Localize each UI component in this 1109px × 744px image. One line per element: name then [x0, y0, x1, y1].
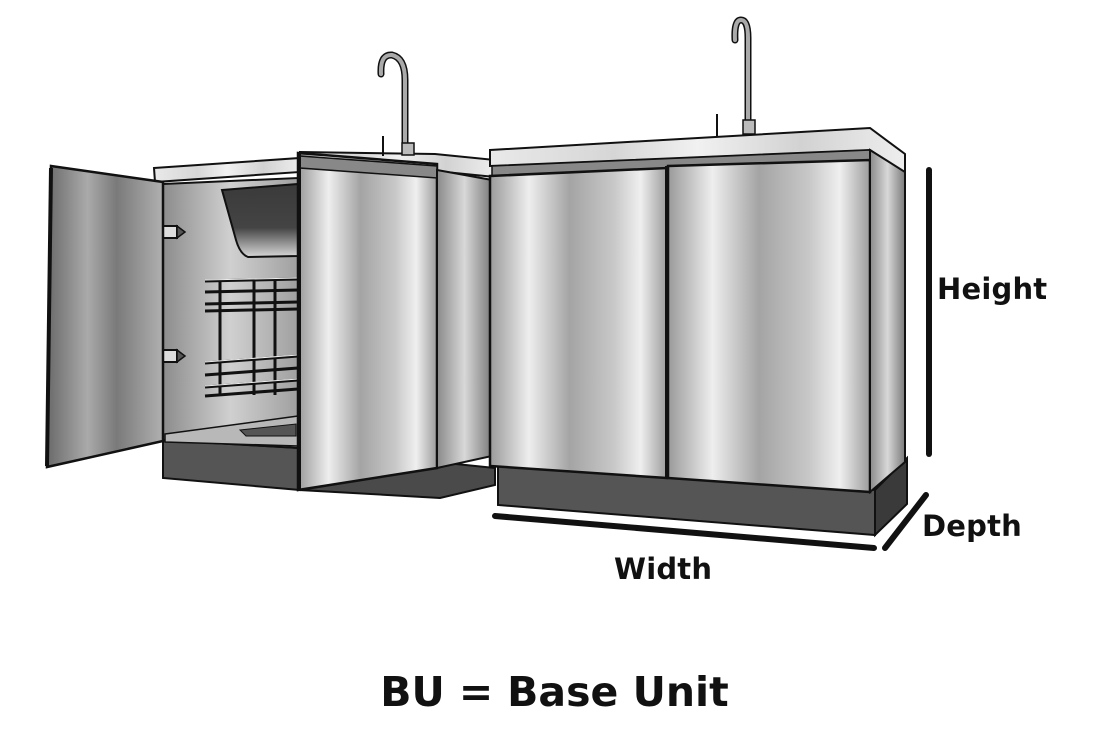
cabinet-interior-floor-slot	[238, 423, 297, 437]
height-label: Height	[937, 272, 1048, 306]
depth-label: Depth	[922, 509, 1023, 543]
right-faucet	[716, 16, 756, 136]
left-cabinet-closed-door	[296, 151, 439, 492]
caption-meaning: Base Unit	[507, 668, 729, 716]
right-cabinet-left-door	[488, 166, 669, 480]
left-cabinet-side	[436, 168, 493, 470]
left-faucet	[377, 51, 415, 156]
left-cabinet	[45, 51, 496, 500]
wire-basket-rack	[204, 277, 299, 398]
width-dimension-line	[492, 513, 877, 551]
right-cabinet-side	[869, 148, 906, 495]
depth-dimension-line	[882, 492, 929, 551]
caption: BU = Base Unit	[0, 668, 1109, 716]
width-label: Width	[614, 552, 713, 586]
right-cabinet	[488, 16, 908, 538]
sink-bowl	[220, 182, 299, 259]
right-cabinet-right-door	[666, 158, 872, 494]
open-door	[45, 164, 165, 469]
caption-abbreviation: BU	[380, 668, 445, 716]
caption-equals: =	[458, 668, 494, 716]
